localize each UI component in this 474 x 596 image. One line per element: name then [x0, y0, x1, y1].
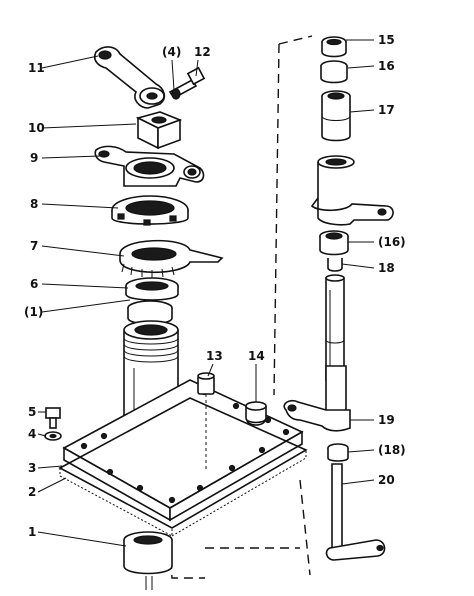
part-6-collar — [125, 277, 179, 301]
part-1-bush — [123, 531, 173, 590]
callout-13: 13 — [206, 349, 223, 363]
assembly-dash-bottom — [299, 479, 311, 576]
part-19-lower-arm — [283, 399, 351, 432]
callout-6: 6 — [30, 277, 38, 291]
callout-8: 8 — [30, 197, 38, 211]
assembly-dash-left — [273, 43, 280, 396]
callout-19: 19 — [378, 413, 395, 427]
part-11-upper-lever — [93, 46, 166, 109]
part-5-bolt — [45, 407, 61, 429]
part-15-cap — [321, 36, 347, 58]
callout-14: 14 — [248, 349, 265, 363]
callout-18: 18 — [378, 261, 395, 275]
part-8-ring-nut — [111, 195, 189, 226]
part-2-gasket — [58, 397, 308, 537]
callout-3: 3 — [28, 461, 36, 475]
leader-lines — [37, 39, 375, 547]
callout-5: 5 — [28, 405, 36, 419]
callout-7: 7 — [30, 239, 38, 253]
part-17-sleeve — [321, 90, 351, 142]
callout-15: 15 — [378, 33, 395, 47]
callout-1: 1 — [28, 525, 36, 539]
callout-18-bracket: (18) — [378, 443, 406, 457]
part-20-crank-shaft — [325, 463, 386, 561]
part-16-ring — [320, 60, 348, 84]
part-9-lower-lever — [94, 145, 205, 187]
callout-10: 10 — [28, 121, 45, 135]
callout-11: 11 — [28, 61, 45, 75]
callout-16: 16 — [378, 59, 395, 73]
part-16a-bush — [319, 230, 349, 256]
callout-2: 2 — [28, 485, 36, 499]
part-18-pin — [327, 258, 343, 272]
part-18a-collar — [327, 443, 349, 462]
part-10-block — [135, 111, 183, 150]
part-4-washer — [44, 431, 62, 441]
part-lever-arm-upper — [310, 155, 394, 226]
assembly-dash-base — [169, 544, 300, 579]
callout-16-bracket: (16) — [378, 235, 406, 249]
assembly-dash-top — [278, 35, 313, 45]
callout-9: 9 — [30, 151, 38, 165]
callout-17: 17 — [378, 103, 395, 117]
part-13-plug — [197, 372, 215, 470]
part-7-tab-washer — [119, 239, 224, 278]
callout-20: 20 — [378, 473, 395, 487]
part-spindle-shaft — [325, 274, 347, 421]
callout-12: 12 — [194, 45, 211, 59]
part-12-bolt — [168, 66, 206, 100]
callout-1-bracket: (1) — [24, 305, 43, 319]
callout-4: 4 — [28, 427, 36, 441]
callout-4-bracket: (4) — [162, 45, 181, 59]
part-14-plug — [245, 401, 267, 424]
